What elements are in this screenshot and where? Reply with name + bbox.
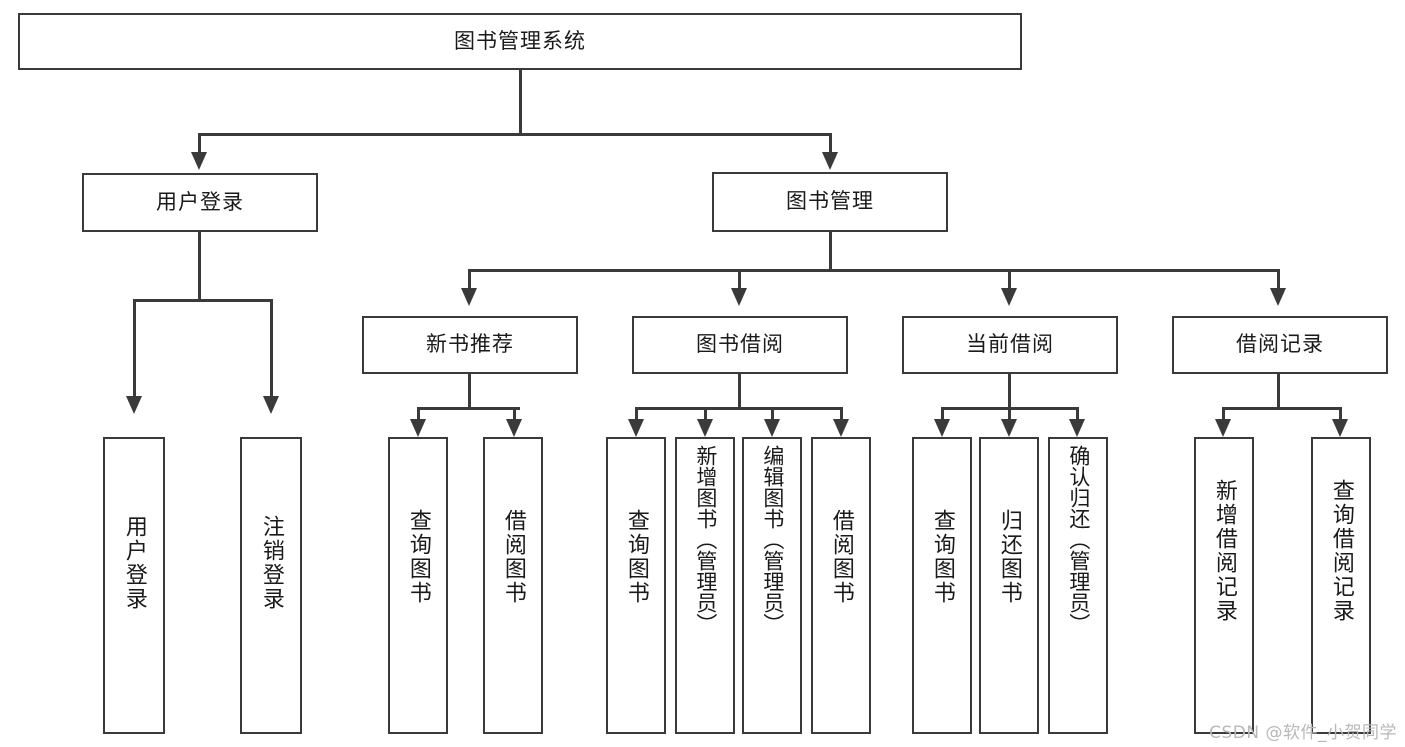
node-label: 用户登录 — [121, 515, 147, 611]
connector-new-book-drop-1 — [417, 407, 420, 421]
node-label: 查询借阅记录 — [1328, 479, 1354, 623]
node-root-system[interactable]: 图书管理系统 — [18, 13, 1022, 70]
connector-borrow-record-stem — [1277, 374, 1280, 410]
node-current-borrow[interactable]: 当前借阅 — [902, 316, 1118, 374]
node-label: 注销登录 — [258, 515, 284, 611]
leaf-borrow-book-recommend[interactable]: 借阅图书 — [483, 437, 543, 734]
connector-book-borrow-drop-3 — [771, 407, 774, 421]
connector-user-login-stem — [198, 232, 201, 302]
arrowhead-leaf-borrow-book-1 — [506, 419, 522, 437]
arrowhead-borrow-record — [1270, 288, 1286, 306]
node-label: 当前借阅 — [966, 332, 1054, 357]
node-label: 借阅记录 — [1236, 332, 1324, 357]
connector-level2-drop-right — [829, 133, 832, 155]
arrowhead-leaf-add-record — [1215, 419, 1231, 437]
node-label: 查询图书 — [405, 509, 431, 605]
arrowhead-leaf-return-book — [1001, 419, 1017, 437]
arrowhead-leaf-edit-book — [764, 419, 780, 437]
arrowhead-leaf-query-book-3 — [934, 419, 950, 437]
arrowhead-leaf-query-book-2 — [628, 419, 644, 437]
arrowhead-book-borrow — [731, 288, 747, 306]
node-label: 借阅图书 — [500, 509, 526, 605]
node-book-borrow[interactable]: 图书借阅 — [632, 316, 848, 374]
connector-level3-drop-4 — [1277, 269, 1280, 291]
leaf-query-borrow-record[interactable]: 查询借阅记录 — [1311, 437, 1371, 734]
arrowhead-leaf-confirm-return — [1069, 419, 1085, 437]
leaf-query-book-recommend[interactable]: 查询图书 — [388, 437, 448, 734]
connector-book-borrow-bus — [635, 407, 843, 410]
connector-user-login-drop-1 — [133, 299, 136, 399]
node-book-manage[interactable]: 图书管理 — [712, 172, 948, 232]
arrowhead-leaf-query-record — [1332, 419, 1348, 437]
leaf-query-book-borrow[interactable]: 查询图书 — [606, 437, 666, 734]
connector-level3-drop-3 — [1008, 269, 1011, 291]
arrowhead-book-manage — [822, 152, 838, 170]
connector-borrow-record-bus — [1222, 407, 1341, 410]
leaf-edit-book[interactable]: 编辑图书（管理员） — [742, 437, 802, 734]
arrowhead-new-book-recommend — [461, 288, 477, 306]
connector-root-stem — [519, 70, 522, 134]
node-label: 新增借阅记录 — [1211, 479, 1237, 623]
connector-current-borrow-stem — [1008, 374, 1011, 410]
node-label: 归还图书 — [996, 509, 1022, 605]
connector-user-login-drop-2 — [270, 299, 273, 399]
node-label: 借阅图书 — [828, 509, 854, 605]
connector-book-borrow-stem — [738, 374, 741, 410]
connector-level3-drop-1 — [468, 269, 471, 291]
arrowhead-leaf-logout — [263, 396, 279, 414]
node-label: 图书管理系统 — [454, 28, 586, 53]
connector-new-book-drop-2 — [513, 407, 516, 421]
connector-borrow-record-drop-2 — [1339, 407, 1342, 421]
leaf-confirm-return[interactable]: 确认归还（管理员） — [1048, 437, 1108, 734]
connector-level2-bus — [198, 133, 832, 136]
arrowhead-leaf-add-book — [697, 419, 713, 437]
arrowhead-leaf-borrow-book-2 — [833, 419, 849, 437]
node-new-book-recommend[interactable]: 新书推荐 — [362, 316, 578, 374]
node-label: 查询图书 — [929, 509, 955, 605]
arrowhead-leaf-query-book-1 — [410, 419, 426, 437]
node-label: 新书推荐 — [426, 332, 514, 357]
node-label: 确认归还（管理员） — [1066, 445, 1091, 634]
leaf-borrow-book[interactable]: 借阅图书 — [811, 437, 871, 734]
connector-new-book-stem — [468, 374, 471, 410]
arrowhead-user-login — [191, 152, 207, 170]
node-label: 图书管理 — [786, 189, 874, 214]
node-label: 图书借阅 — [696, 332, 784, 357]
node-label: 用户登录 — [156, 189, 244, 214]
leaf-logout[interactable]: 注销登录 — [240, 437, 302, 734]
leaf-add-book[interactable]: 新增图书（管理员） — [675, 437, 735, 734]
connector-level2-drop-left — [198, 133, 201, 155]
leaf-query-book-current[interactable]: 查询图书 — [912, 437, 972, 734]
arrowhead-current-borrow — [1001, 288, 1017, 306]
connector-current-borrow-drop-3 — [1076, 407, 1079, 421]
node-label: 编辑图书（管理员） — [760, 445, 785, 634]
leaf-return-book[interactable]: 归还图书 — [979, 437, 1039, 734]
leaf-add-borrow-record[interactable]: 新增借阅记录 — [1194, 437, 1254, 734]
connector-borrow-record-drop-1 — [1222, 407, 1225, 421]
connector-current-borrow-drop-1 — [941, 407, 944, 421]
connector-new-book-bus — [417, 407, 520, 410]
connector-book-manage-stem — [829, 232, 832, 272]
node-label: 查询图书 — [623, 509, 649, 605]
connector-level3-bus — [468, 269, 1280, 272]
connector-book-borrow-drop-2 — [704, 407, 707, 421]
node-user-login[interactable]: 用户登录 — [82, 173, 318, 232]
connector-current-borrow-drop-2 — [1008, 407, 1011, 421]
connector-user-login-bus — [133, 299, 270, 302]
connector-book-borrow-drop-4 — [840, 407, 843, 421]
node-borrow-record[interactable]: 借阅记录 — [1172, 316, 1388, 374]
leaf-user-login[interactable]: 用户登录 — [103, 437, 165, 734]
connector-book-borrow-drop-1 — [635, 407, 638, 421]
connector-level3-drop-2 — [738, 269, 741, 291]
node-label: 新增图书（管理员） — [693, 445, 718, 634]
arrowhead-leaf-user-login — [126, 396, 142, 414]
